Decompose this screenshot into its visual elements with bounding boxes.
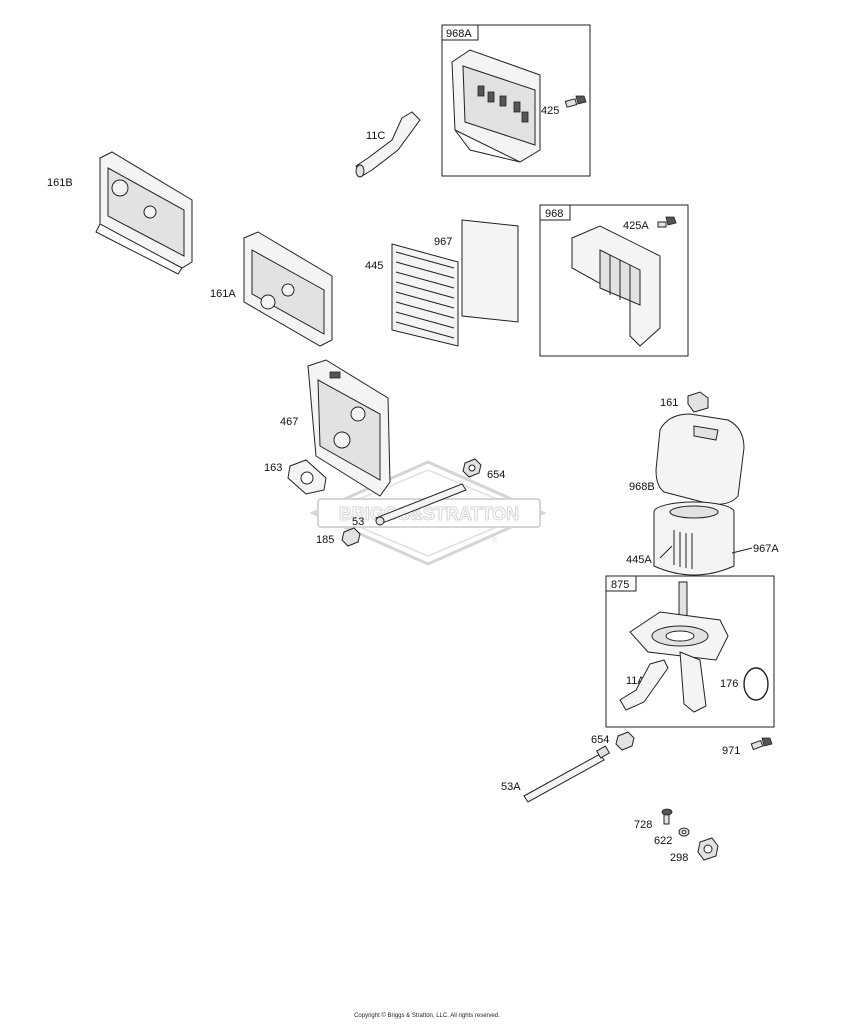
copyright-footer: Copyright © Briggs & Stratton, LLC. All … (354, 1013, 500, 1019)
stud-53 (375, 483, 467, 526)
callout-label-467: 161 (660, 397, 678, 409)
callout-label-654-lower: 654 (591, 734, 609, 746)
callout-label-176: 176 (720, 678, 738, 690)
callout-box-875: 875 (605, 575, 775, 728)
pre-cleaner-967 (461, 219, 519, 323)
screw-425a (657, 216, 677, 228)
air-cleaner-cover-968 (571, 225, 661, 347)
screw-425 (564, 95, 587, 108)
air-filter-445 (391, 243, 459, 347)
callout-label-185: 185 (316, 534, 334, 546)
callout-label-53: 53 (352, 516, 364, 528)
callout-label-971: 971 (722, 745, 740, 757)
air-cleaner-base-875 (629, 581, 729, 713)
callout-label-11c: 11C (366, 130, 385, 142)
nut-185 (341, 527, 361, 547)
callout-label-425a: 425A (623, 220, 649, 232)
callout-label-445: 445 (365, 260, 383, 272)
air-filter-445a (653, 501, 735, 576)
callout-label-968: 968 (545, 208, 563, 220)
callout-label-53a: 53A (501, 781, 521, 793)
nut-298 (697, 837, 719, 861)
watermark-registered-mark: ® (492, 536, 498, 544)
callout-box-968: 968 (539, 204, 689, 357)
callout-label-967a: 967A (753, 543, 779, 555)
callout-label-728: 728 (634, 819, 652, 831)
gasket-163 (287, 459, 327, 495)
callout-label-161b: 161B (47, 177, 73, 189)
callout-label-298: 298 (670, 852, 688, 864)
breather-tube-11a (619, 659, 669, 711)
stud-53a (523, 745, 611, 803)
callout-box-968a: 968A (441, 24, 591, 177)
o-ring-176 (743, 667, 769, 701)
callout-label-161: 467 (280, 416, 298, 428)
brand-watermark: BRIGGS&STRATTON ® (309, 460, 547, 566)
screw-971 (750, 737, 773, 751)
gasket-plate-161a (243, 231, 333, 347)
nut-654-lower (615, 731, 635, 751)
callout-label-161a: 161A (210, 288, 236, 300)
screw-728 (661, 808, 673, 825)
air-cleaner-base-968a (451, 49, 541, 163)
washer-622 (678, 827, 690, 837)
callout-label-968b: 968B (629, 481, 655, 493)
callout-label-445a: 445A (626, 554, 652, 566)
watermark-text: BRIGGS&STRATTON (339, 504, 519, 524)
air-intake-161 (307, 359, 391, 497)
callout-label-967: 967 (434, 236, 452, 248)
callout-label-163: 163 (264, 462, 282, 474)
nut-654-upper (462, 458, 482, 478)
callout-label-968a: 968A (446, 28, 472, 40)
callout-label-425: 425 (541, 105, 559, 117)
callout-label-654-upper: 654 (487, 469, 505, 481)
breather-tube-11c (355, 111, 421, 178)
gasket-plate-161b (95, 151, 193, 275)
knob-467 (687, 391, 709, 413)
callout-label-875: 875 (611, 579, 629, 591)
air-cleaner-cover-968b (655, 413, 745, 505)
callout-label-622: 622 (654, 835, 672, 847)
